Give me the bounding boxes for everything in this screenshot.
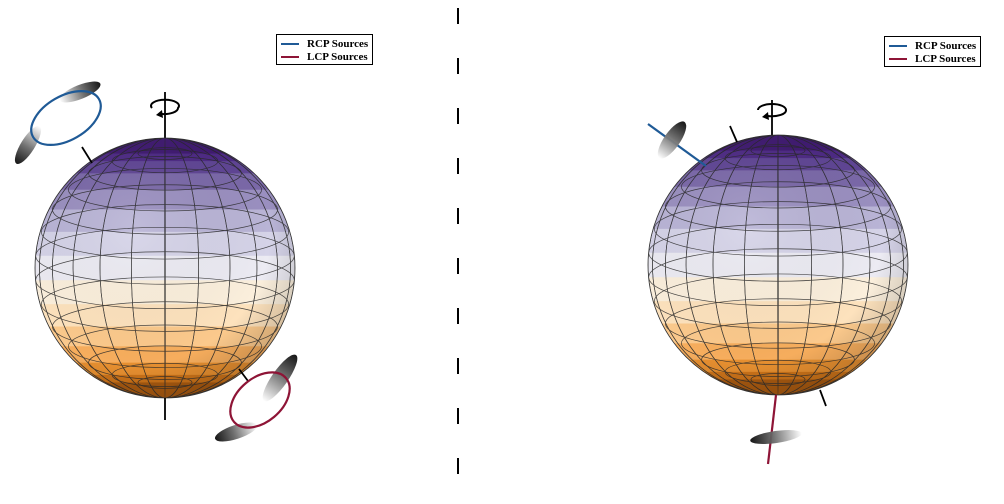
right-sphere-shading (648, 135, 908, 395)
left-rcp-source (14, 81, 102, 165)
legend-item-rcp: RCP Sources (281, 37, 368, 50)
sphere-band (648, 135, 908, 152)
legend-left: RCP Sources LCP Sources (276, 34, 374, 65)
legend-item-rcp: RCP Sources (889, 39, 976, 52)
lcp-swatch (889, 57, 907, 60)
emission-cone (750, 430, 802, 444)
rcp-swatch (281, 42, 299, 45)
rotation-arrow-icon (757, 103, 787, 120)
lcp-beam (766, 394, 778, 465)
left-lcp-source (214, 354, 298, 442)
legend-lcp-label: LCP Sources (307, 50, 368, 63)
lcp-orbit-ring (229, 371, 291, 429)
legend-rcp-label: RCP Sources (915, 39, 977, 52)
rcp-orbit-ring (30, 89, 102, 147)
legend-item-lcp: LCP Sources (889, 52, 976, 65)
rcp-swatch (889, 44, 907, 47)
rotation-arrow-icon (150, 98, 180, 118)
legend-item-lcp: LCP Sources (281, 50, 368, 63)
emission-cone (657, 121, 687, 159)
right-sphere-grid (648, 135, 908, 395)
emission-cone (14, 125, 42, 165)
right-rcp-source (647, 121, 707, 167)
lcp-swatch (281, 55, 299, 58)
right-panel (647, 100, 909, 465)
left-panel (14, 81, 298, 442)
left-sphere-shading (35, 138, 295, 398)
legend-lcp-label: LCP Sources (915, 52, 976, 65)
legend-rcp-label: RCP Sources (307, 37, 369, 50)
right-lcp-source (750, 394, 802, 465)
emission-cone (262, 354, 298, 402)
legend-right: RCP Sources LCP Sources (884, 36, 982, 67)
